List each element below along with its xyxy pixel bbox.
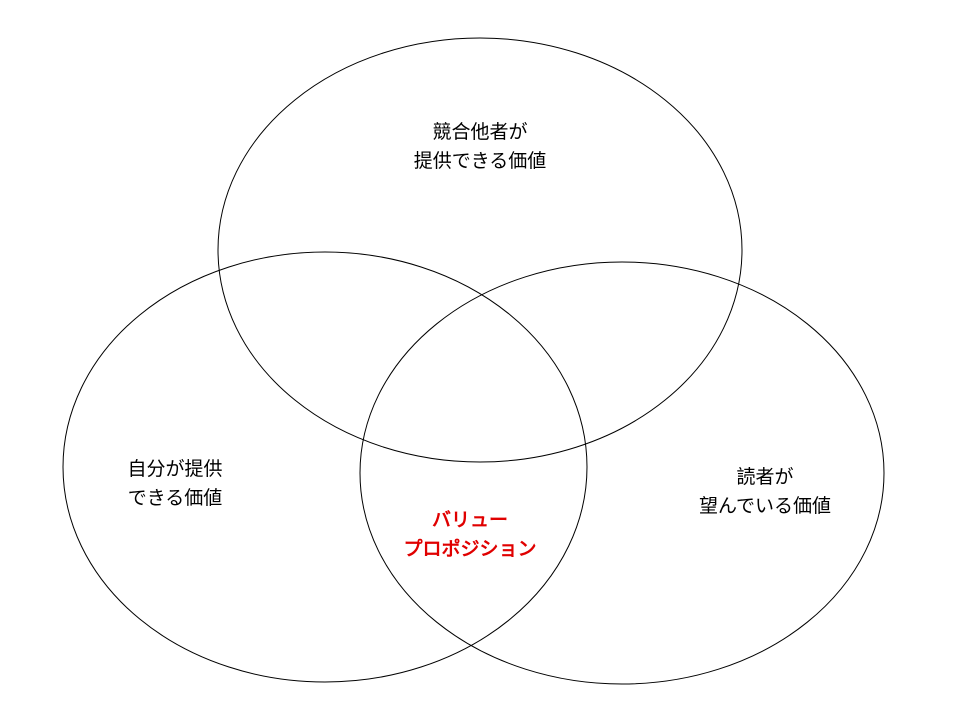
circle-own-value	[62, 251, 588, 683]
own-value-label-line1: 自分が提供	[127, 458, 223, 480]
competitor-value-label: 競合他者が 提供できる価値	[380, 118, 580, 176]
reader-value-label-line1: 読者が	[736, 466, 794, 488]
reader-value-label-line2: 望んでいる価値	[698, 495, 832, 517]
value-proposition-label-line1: バリュー	[431, 509, 508, 531]
competitor-value-label-line1: 競合他者が	[432, 121, 528, 143]
own-value-label-line2: できる価値	[127, 487, 223, 509]
competitor-value-label-line2: 提供できる価値	[413, 150, 547, 172]
circle-reader-value	[359, 261, 885, 685]
circle-competitor-value	[217, 37, 743, 463]
value-proposition-label: バリュー プロポジション	[370, 506, 570, 564]
reader-value-label: 読者が 望んでいる価値	[640, 463, 890, 521]
value-proposition-label-line2: プロポジション	[403, 538, 537, 560]
own-value-label: 自分が提供 できる価値	[75, 455, 275, 513]
